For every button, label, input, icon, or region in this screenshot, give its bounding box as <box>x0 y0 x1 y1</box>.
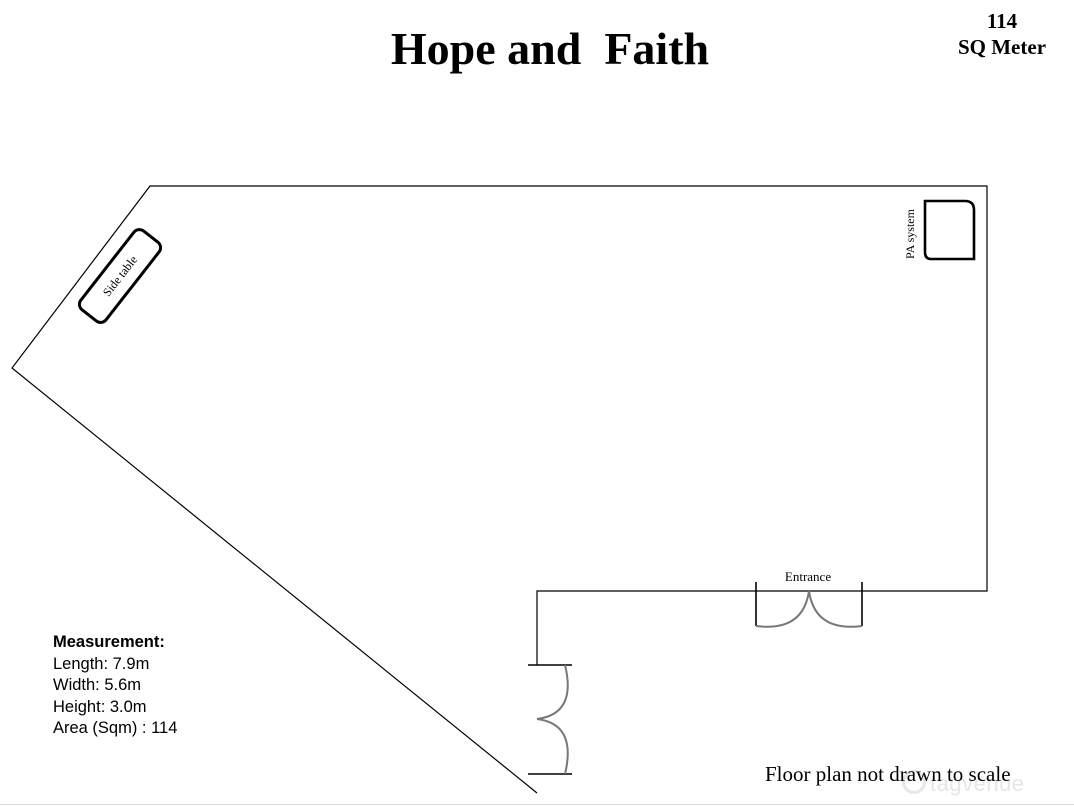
measurement-height: Height: 3.0m <box>53 697 147 716</box>
area-badge: 114 SQ Meter <box>942 8 1062 60</box>
measurement-width: Width: 5.6m <box>53 676 142 694</box>
entrance-label: Entrance <box>785 569 831 584</box>
bottom-divider <box>0 804 1074 805</box>
watermark-text: tagvenue <box>930 771 1025 796</box>
watermark: tagvenue <box>902 770 1025 797</box>
side-table: Side table <box>77 228 163 324</box>
page-title: Hope and Faith <box>390 23 710 74</box>
scale-disclaimer: Floor plan not drawn to scale <box>765 762 1011 786</box>
measurements-heading: Measurement: <box>53 633 165 651</box>
side-door-swing-top <box>536 664 569 720</box>
measurement-area: Area (Sqm) : 114 <box>53 719 178 737</box>
room-outline <box>11 185 988 794</box>
side-door <box>528 664 572 775</box>
side-door-swing-bottom <box>536 718 569 775</box>
side-table-label: Side table <box>100 253 140 299</box>
entrance-door <box>755 582 863 628</box>
measurement-length: Length: 7.9m <box>53 654 150 673</box>
watermark-logo-icon <box>902 770 926 794</box>
pa-system-label: PA system <box>903 208 917 259</box>
entrance-door-swing-left <box>755 590 810 628</box>
pa-system-shape <box>923 199 976 261</box>
area-value: 114 <box>986 9 1018 33</box>
area-unit: SQ Meter <box>957 35 1047 59</box>
entrance-door-swing-right <box>808 590 863 628</box>
side-table-shape <box>77 228 163 324</box>
measurements-panel: Measurement: Length: 7.9m Width: 5.6m He… <box>53 632 177 740</box>
